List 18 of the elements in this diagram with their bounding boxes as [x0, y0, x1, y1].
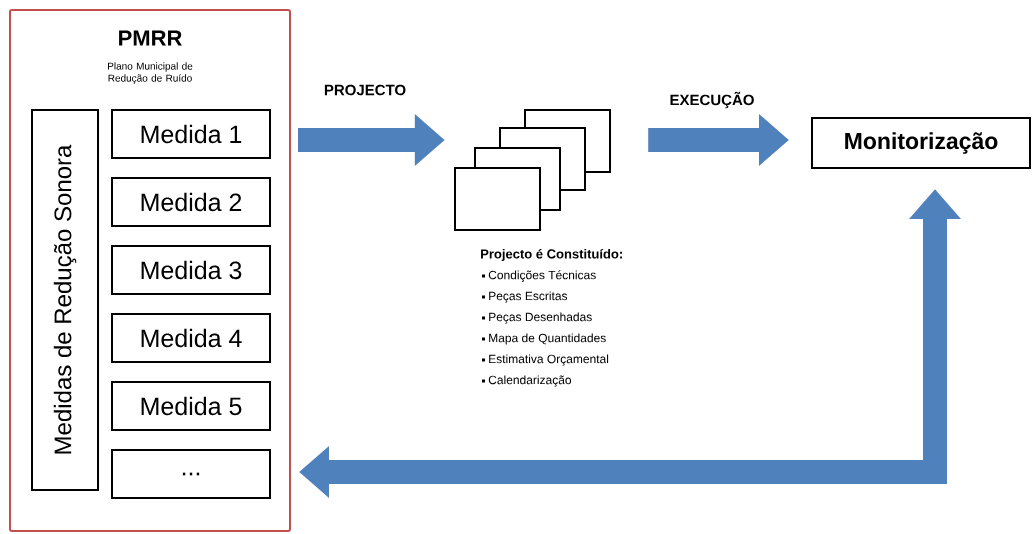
- measure-box: ...: [111, 449, 271, 499]
- edge-label: PROJECTO: [320, 81, 410, 99]
- list-item: Condições Técnicas: [482, 270, 596, 282]
- document-stack-drawing: [454, 109, 611, 231]
- measure-box: Medida 3: [111, 245, 271, 295]
- list-item: Peças Desenhadas: [482, 312, 592, 324]
- edge-label: EXECUÇÃO: [666, 88, 758, 112]
- measure-box: Medida 1: [111, 109, 271, 159]
- measure-box: Medida 5: [111, 381, 271, 431]
- list-item: Estimativa Orçamental: [482, 354, 609, 366]
- list-heading: Projecto é Constituído:: [481, 248, 622, 262]
- category-bar: Medidas de Redução Sonora: [31, 109, 99, 491]
- list-item: Peças Escritas: [482, 291, 568, 303]
- measure-box: Medida 2: [111, 177, 271, 227]
- measure-box: Medida 4: [111, 313, 271, 363]
- process-box: Monitorização: [811, 117, 1031, 169]
- list-item: Calendarização: [482, 375, 572, 387]
- list-item: Mapa de Quantidades: [482, 333, 606, 345]
